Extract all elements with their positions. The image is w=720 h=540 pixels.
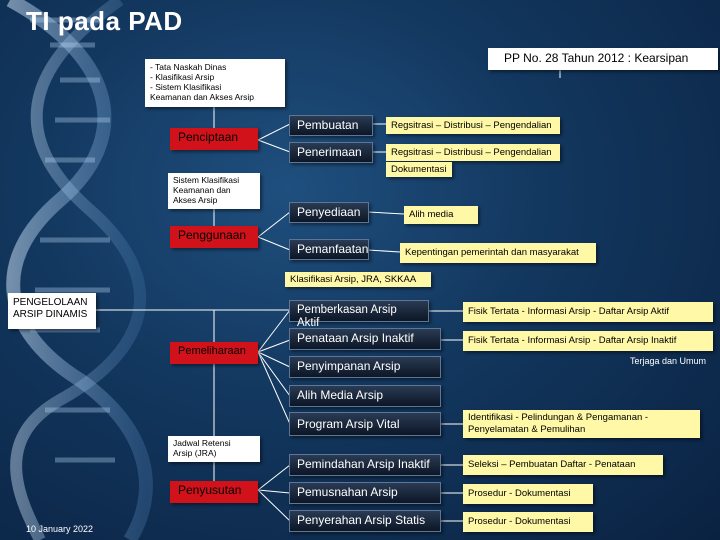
stage-pemeliharaan: Pemeliharaan [170,342,258,364]
jra-box: Jadwal Retensi Arsip (JRA) [168,436,260,462]
detail-penerimaan: Regsitrasi – Distribusi – Pengendalian [386,144,560,161]
detail-klasifikasi-jra: Klasifikasi Arsip, JRA, SKKAA [285,272,431,287]
program-vital-line: Penyelamatan & Pemulihan [468,424,586,435]
activity-penataan: Penataan Arsip Inaktif [289,328,441,350]
activity-alih-media: Alih Media Arsip [289,385,441,407]
klasifikasi-line: Sistem Klasifikasi [173,175,240,185]
detail-pembuatan: Regsitrasi – Distribusi – Pengendalian [386,117,560,134]
activity-penyediaan: Penyediaan [289,202,369,223]
dokumen-list-box: - Tata Naskah Dinas - Klasifikasi Arsip … [145,59,285,107]
jra-line: Arsip (JRA) [173,448,217,458]
activity-pemindahan: Pemindahan Arsip Inaktif [289,454,441,476]
activity-penyimpanan: Penyimpanan Arsip [289,356,441,378]
detail-pemberkasan: Fisik Tertata - Informasi Arsip - Daftar… [463,302,713,322]
jra-line: Jadwal Retensi [173,438,231,448]
list-line: Keamanan dan Akses Arsip [150,92,254,102]
root-label: PENGELOLAAN ARSIP DINAMIS [13,297,88,320]
detail-terjaga: Terjaga dan Umum [630,356,707,366]
activity-pembuatan: Pembuatan [289,115,373,136]
detail-penyerahan: Prosedur - Dokumentasi [463,512,593,532]
detail-pemindahan: Seleksi – Pembuatan Daftar - Penataan [463,455,663,475]
activity-pemusnahan: Pemusnahan Arsip [289,482,441,504]
detail-pemanfaatan: Kepentingan pemerintah dan masyarakat [400,243,596,263]
klasifikasi-line: Akses Arsip [173,195,218,205]
klasifikasi-line: Keamanan dan [173,185,231,195]
activity-pemanfaatan: Pemanfaatan [289,239,369,260]
root-pengelolaan: PENGELOLAAN ARSIP DINAMIS [8,293,96,329]
program-vital-line: Identifikasi - Pelindungan & Pengamanan … [468,412,649,423]
klasifikasi-box: Sistem Klasifikasi Keamanan dan Akses Ar… [168,173,260,209]
list-line: - Klasifikasi Arsip [150,72,215,82]
detail-program-vital: Identifikasi - Pelindungan & Pengamanan … [463,410,700,438]
detail-pemusnahan: Prosedur - Dokumentasi [463,484,593,504]
pp-kearsipan-label: PP No. 28 Tahun 2012 : Kearsipan [504,51,689,65]
slide-date: 10 January 2022 [26,524,94,534]
pp-kearsipan-box: PP No. 28 Tahun 2012 : Kearsipan [488,48,718,70]
activity-pemberkasan: Pemberkasan Arsip Aktif [289,300,429,329]
activity-penerimaan: Penerimaan [289,142,373,163]
detail-dokumentasi: Dokumentasi [386,162,452,177]
stage-penciptaan: Penciptaan [170,128,258,150]
stage-penyusutan: Penyusutan [170,481,258,503]
detail-penataan: Fisik Tertata - Informasi Arsip - Daftar… [463,331,713,351]
stage-penggunaan: Penggunaan [170,226,258,248]
activity-penyerahan: Penyerahan Arsip Statis [289,510,441,532]
page-title: TI pada PAD [26,6,183,36]
activity-program-vital: Program Arsip Vital [289,412,441,436]
list-line: - Tata Naskah Dinas [150,62,227,72]
list-line: - Sistem Klasifikasi [150,82,222,92]
detail-penyediaan: Alih media [404,206,478,224]
